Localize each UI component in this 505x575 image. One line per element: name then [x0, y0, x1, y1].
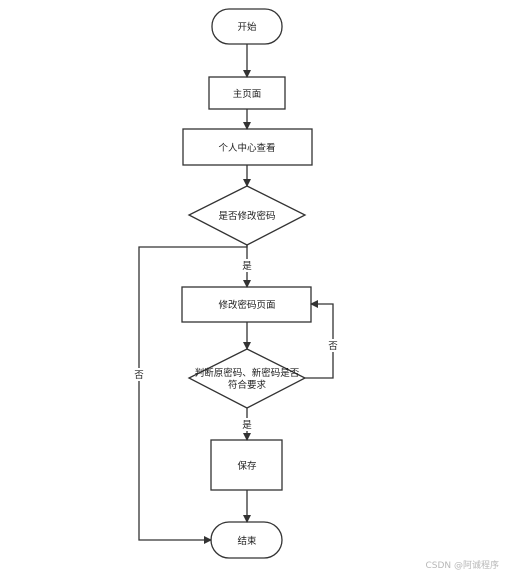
watermark: CSDN @阿诚程序	[425, 561, 499, 571]
start-label: 开始	[237, 21, 257, 33]
edge-check-no-loop-b	[310, 300, 334, 339]
save-label: 保存	[237, 460, 257, 472]
save-node	[210, 439, 283, 491]
main-page-label: 主页面	[233, 88, 262, 100]
edge-no-label-1: 否	[134, 370, 144, 381]
edge-check-no-loop-a	[305, 352, 334, 379]
edge-decision-no-to-end-b	[138, 381, 212, 544]
check-password-decision-line1: 判断原密码、新密码是否	[195, 367, 300, 379]
edge-decision-no-to-end-a	[138, 245, 248, 368]
modify-password-page-label: 修改密码页面	[218, 299, 275, 311]
personal-center-label: 个人中心查看	[218, 142, 275, 154]
modify-password-decision-label: 是否修改密码	[218, 210, 275, 222]
edge-no-label-2: 否	[328, 341, 338, 352]
end-label: 结束	[237, 535, 257, 547]
edge-yes-label-2: 是	[242, 420, 252, 431]
check-password-decision-line2: 符合要求	[228, 379, 267, 391]
edge-yes-label-1: 是	[242, 261, 252, 272]
main-page-node	[208, 76, 286, 110]
